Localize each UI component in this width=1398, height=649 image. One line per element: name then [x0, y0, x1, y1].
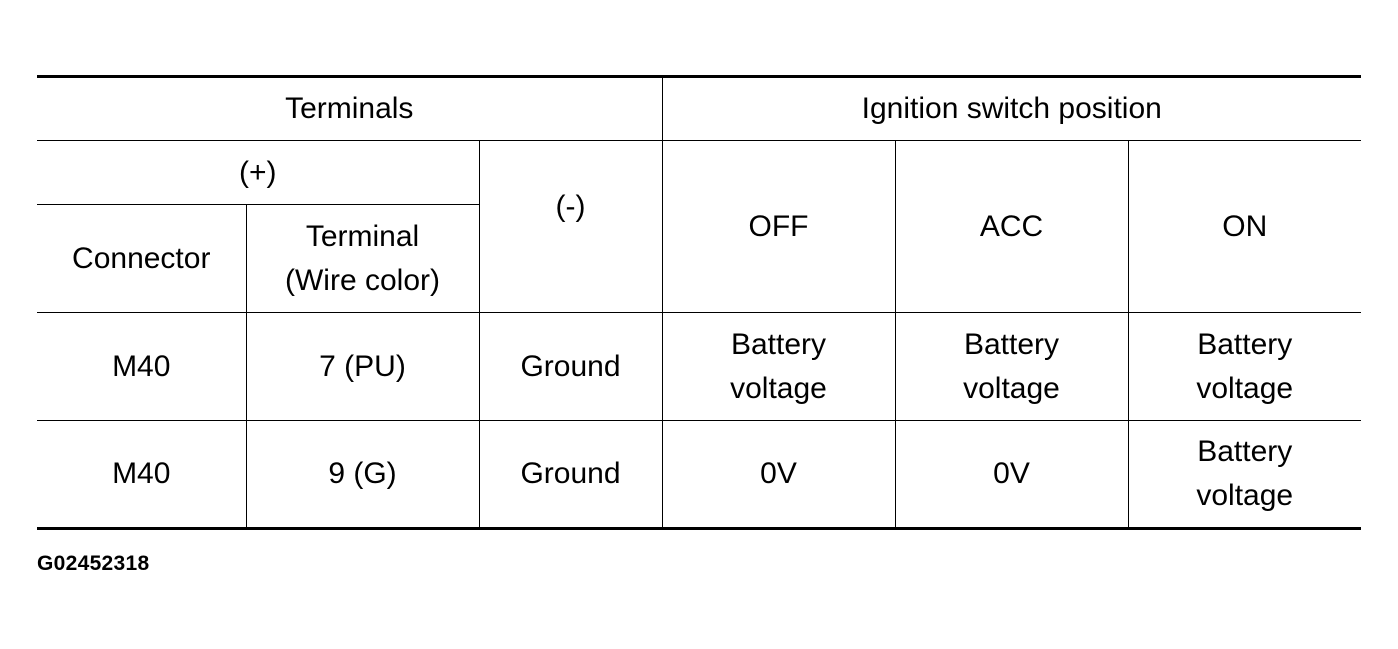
off-cell-line1: Battery — [730, 327, 827, 361]
terminal-header-line1: Terminal — [305, 219, 420, 253]
minus-cell: Ground — [478, 312, 663, 421]
header-row-2: (+) (-) OFF ACC ON — [37, 140, 1361, 313]
acc-header: ACC — [894, 140, 1129, 313]
minus-header: (-) — [478, 140, 663, 313]
connector-cell: M40 — [37, 312, 247, 421]
off-cell: 0V — [661, 420, 896, 530]
plus-header: (+) — [37, 140, 480, 205]
terminal-cell: 9 (G) — [245, 420, 480, 530]
table-row: M40 9 (G) Ground 0V 0V Battery voltage — [37, 420, 1361, 530]
header-row-3: Connector Terminal (Wire color) — [37, 204, 1361, 313]
off-cell: Battery voltage — [661, 312, 896, 421]
acc-cell-line2: voltage — [963, 371, 1060, 405]
header-row-1: Terminals Ignition switch position — [37, 75, 1361, 141]
terminal-wire-color-header: Terminal (Wire color) — [245, 204, 479, 313]
on-cell-line1: Battery — [1197, 327, 1293, 361]
on-header: ON — [1127, 140, 1361, 313]
table-row: M40 7 (PU) Ground Battery voltage Batter… — [37, 312, 1361, 421]
minus-header-label: (-) — [555, 189, 586, 223]
acc-cell: 0V — [894, 420, 1129, 530]
connector-header: Connector — [37, 204, 247, 313]
acc-cell-line1: Battery — [963, 327, 1060, 361]
on-cell-line2: voltage — [1196, 371, 1294, 405]
figure-id-label: G02452318 — [37, 552, 150, 575]
on-cell-line1: Battery — [1197, 435, 1293, 468]
off-cell-line2: voltage — [730, 371, 827, 405]
on-cell: Battery voltage — [1127, 420, 1361, 530]
terminal-cell: 7 (PU) — [245, 312, 480, 421]
acc-cell: Battery voltage — [894, 312, 1129, 421]
terminals-header: Terminals — [37, 75, 663, 141]
on-cell: Battery voltage — [1127, 312, 1361, 421]
terminal-voltage-table: Terminals Ignition switch position (+) (… — [37, 75, 1361, 530]
terminal-header-line2: (Wire color) — [285, 263, 440, 297]
minus-cell: Ground — [478, 420, 663, 530]
connector-cell: M40 — [37, 420, 247, 530]
ignition-switch-position-header: Ignition switch position — [661, 75, 1361, 141]
off-header: OFF — [661, 140, 896, 313]
on-cell-line2: voltage — [1196, 479, 1294, 512]
